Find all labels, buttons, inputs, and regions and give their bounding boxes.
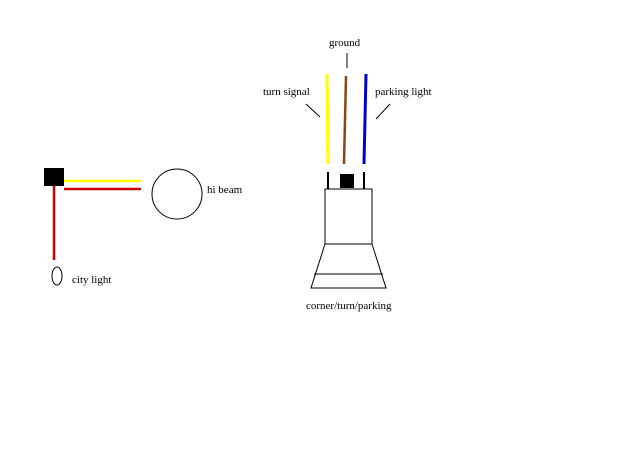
center-pin <box>340 174 354 188</box>
city-light-label: city light <box>72 274 111 286</box>
parking-light-leader-line <box>375 103 391 120</box>
lamp-socket-body <box>324 188 373 245</box>
parking-light-label: parking light <box>375 86 432 98</box>
hi-beam-label: hi beam <box>207 184 243 196</box>
headlight-assembly: hi beam city light <box>44 168 243 286</box>
yellow-wire-turn-signal <box>325 73 330 165</box>
headlight-connector <box>44 168 64 186</box>
turn-signal-label: turn signal <box>263 86 310 98</box>
corner-lamp-assembly: ground turn signal parking light corner/… <box>263 37 432 312</box>
hi-beam-bulb <box>151 168 203 220</box>
corner-turn-parking-label: corner/turn/parking <box>306 300 392 312</box>
blue-wire-parking-light <box>362 73 368 165</box>
turn-signal-leader-line <box>305 103 321 118</box>
ground-label: ground <box>329 37 361 49</box>
city-light-bulb <box>51 266 63 286</box>
lamp-housing <box>310 243 387 289</box>
brown-wire-ground <box>342 75 348 165</box>
